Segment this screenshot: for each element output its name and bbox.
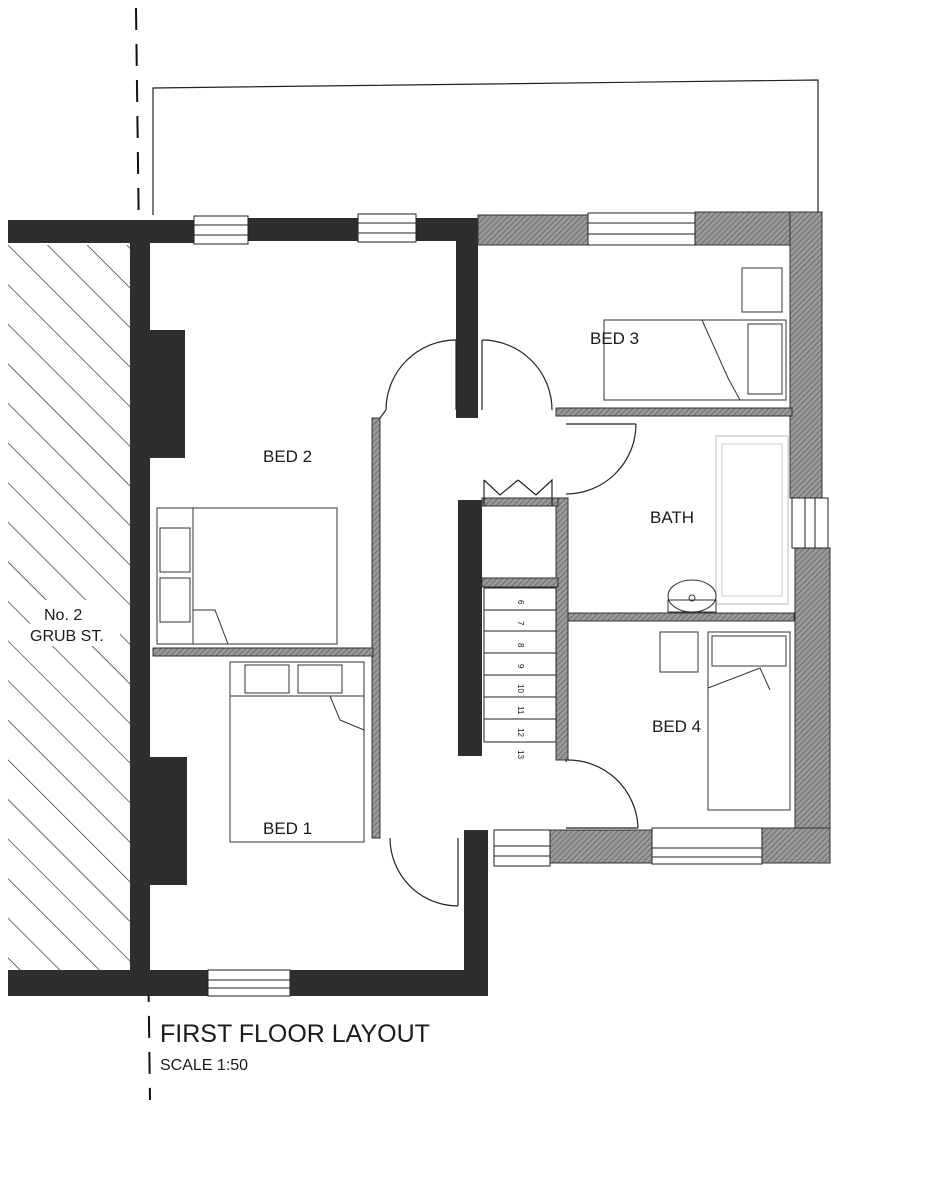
windows	[193, 212, 829, 997]
room-label-bed-3: BED 3	[590, 329, 639, 348]
room-label-bed-2: BED 2	[263, 447, 312, 466]
bed-3-bed	[603, 267, 787, 401]
stair-step-number: 8	[516, 643, 525, 648]
garden-outline	[152, 79, 819, 215]
stair-step-number: 11	[516, 706, 525, 715]
new-walls	[152, 211, 831, 864]
bath-fittings	[667, 435, 789, 613]
drawing-scale: SCALE 1:50	[160, 1057, 248, 1074]
stair-step-number: 13	[516, 750, 525, 759]
stair-step-number: 6	[516, 600, 525, 605]
neighbour-label-line-1: No. 2	[44, 607, 82, 624]
stair-step-number: 12	[516, 728, 525, 737]
bed-4-bed	[659, 631, 791, 811]
bed-1-bed	[229, 661, 365, 843]
drawing-title: FIRST FLOOR LAYOUT	[160, 1020, 430, 1048]
room-label-bath: BATH	[650, 508, 694, 527]
stair-step-number: 10	[516, 684, 525, 693]
stair-step-number: 9	[516, 664, 525, 669]
room-label-bed-1: BED 1	[263, 819, 312, 838]
neighbour-label-line-2: GRUB ST.	[30, 628, 104, 645]
bed-2-bed	[156, 507, 338, 645]
stair-step-numbers: 6 7 8 9 10 11 12 13	[516, 600, 525, 759]
furniture	[156, 267, 791, 843]
door-swings	[379, 339, 639, 907]
room-label-bed-4: BED 4	[652, 717, 701, 736]
staircase	[483, 587, 557, 743]
stair-step-number: 7	[516, 621, 525, 626]
existing-walls	[8, 218, 488, 996]
